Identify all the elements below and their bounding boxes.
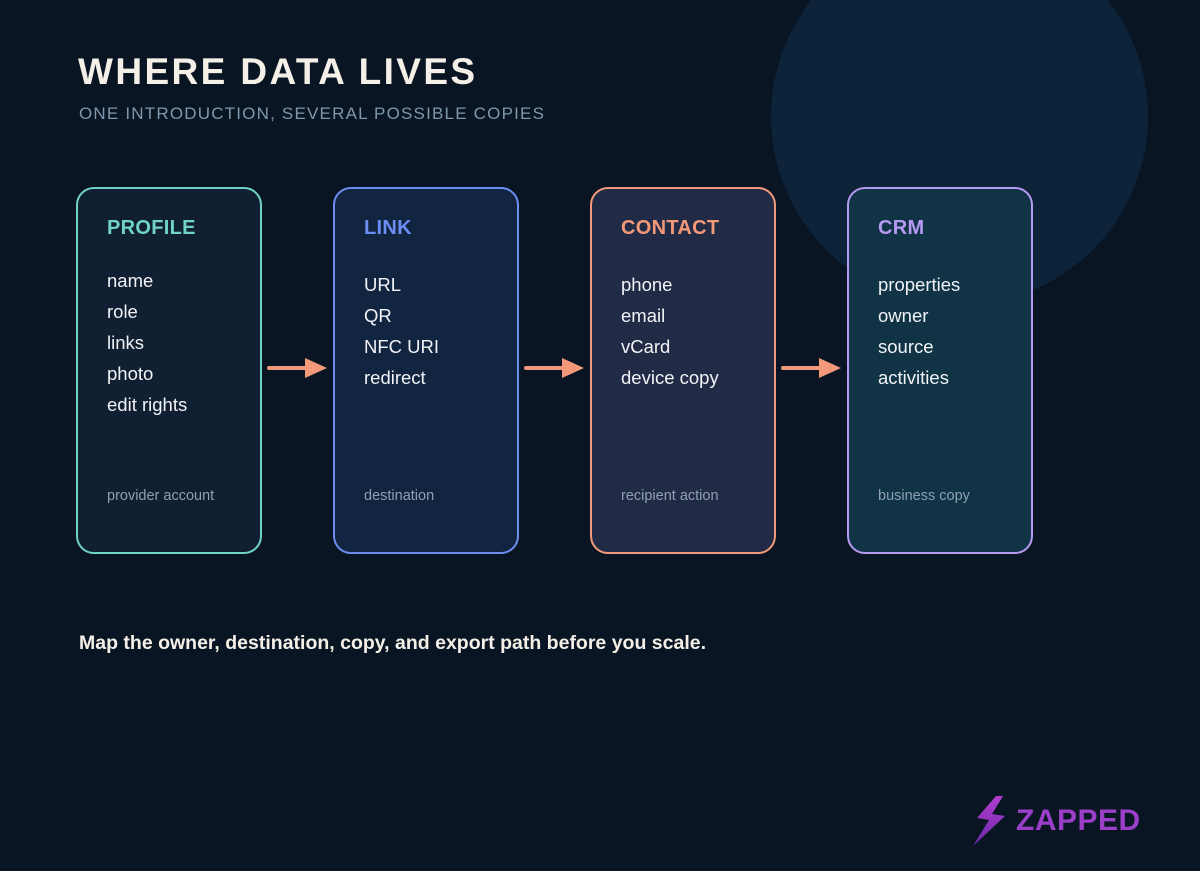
card-item-list: name role links photo edit rights [107,265,187,420]
page-title: WHERE DATA LIVES [78,51,478,92]
card-footer: business copy [878,488,970,504]
card-item: NFC URI [364,336,440,357]
card-item: owner [878,305,929,326]
contact-card: CONTACT phone email vCard device copy re… [590,187,776,554]
flow-arrow-icon [781,358,841,378]
card-item-list: phone email vCard device copy [621,269,719,393]
page-subtitle: ONE INTRODUCTION, SEVERAL POSSIBLE COPIE… [79,104,546,123]
card-item: QR [364,305,392,326]
card-title: LINK [364,217,412,239]
card-footer: recipient action [621,488,719,504]
card-item-list: properties owner source activities [878,269,960,393]
card-footer: destination [364,488,435,504]
zapped-logo: ZAPPED [972,796,1141,846]
card-item: activities [878,367,949,388]
footer-caption: Map the owner, destination, copy, and ex… [79,632,706,654]
card-title: CRM [878,217,925,239]
card-item: email [621,305,666,326]
card-item: device copy [621,367,719,388]
flow-arrow-icon [524,358,584,378]
card-item: properties [878,274,961,295]
card-item: redirect [364,367,426,388]
card-item: name [107,270,154,291]
card-title: PROFILE [107,217,196,239]
card-item: vCard [621,336,671,357]
link-card: LINK URL QR NFC URI redirect destination [333,187,519,554]
card-item: URL [364,274,402,295]
card-title: CONTACT [621,217,720,239]
card-footer: provider account [107,488,215,504]
card-item: edit rights [107,394,188,415]
card-item: photo [107,363,154,384]
lightning-bolt-icon [973,796,1005,846]
card-item: links [107,332,145,353]
logo-wordmark: ZAPPED [1016,804,1141,837]
profile-card: PROFILE name role links photo edit right… [76,187,262,554]
card-item: role [107,301,138,322]
card-item-list: URL QR NFC URI redirect [364,269,439,393]
crm-card: CRM properties owner source activities b… [847,187,1033,554]
card-item: source [878,336,934,357]
flow-arrow-icon [267,358,327,378]
card-item: phone [621,274,673,295]
